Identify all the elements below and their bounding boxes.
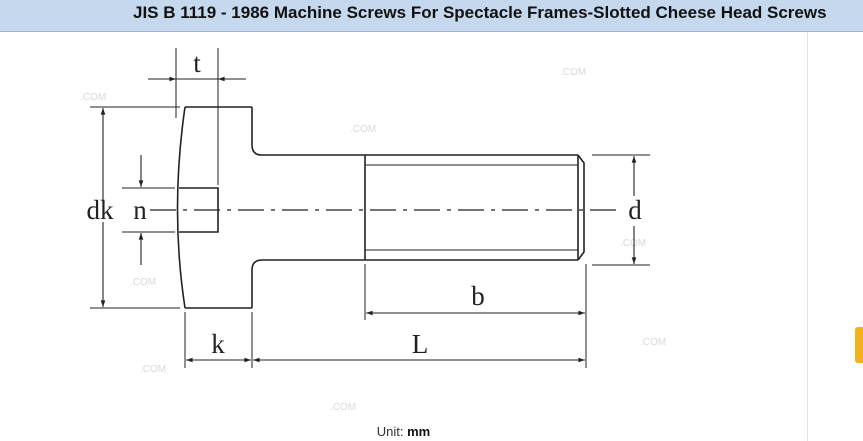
label-n: n xyxy=(133,195,147,225)
watermark-text: .COM xyxy=(560,67,586,78)
label-b: b xyxy=(471,281,485,311)
watermark-text: .COM xyxy=(350,124,376,135)
main-panel xyxy=(0,32,807,441)
unit-line: Unit: mm xyxy=(0,424,807,439)
screw-outline xyxy=(176,106,585,309)
watermark-text: .COM xyxy=(640,337,666,348)
screw-diagram: .COM .COM .COM .COM .COM .COM .COM .COM xyxy=(80,48,666,413)
label-t: t xyxy=(193,48,201,78)
screw-tip xyxy=(577,154,585,261)
watermark-text: .COM xyxy=(140,364,166,375)
panel-divider xyxy=(807,32,808,441)
watermark-text: .COM xyxy=(330,402,356,413)
extension-lines xyxy=(90,48,650,368)
label-L: L xyxy=(412,329,429,359)
head-crown xyxy=(176,106,186,309)
label-d: d xyxy=(628,195,642,225)
title-bar: JIS B 1119 - 1986 Machine Screws For Spe… xyxy=(0,0,863,32)
unit-label: Unit: xyxy=(376,424,404,439)
dimension-lines xyxy=(100,76,637,363)
watermark-text: .COM xyxy=(130,277,156,288)
watermark-group: .COM .COM .COM .COM .COM .COM .COM .COM xyxy=(80,67,666,413)
page-title: JIS B 1119 - 1986 Machine Screws For Spe… xyxy=(133,3,827,22)
side-tab[interactable] xyxy=(855,327,863,363)
head-fillet-bottom xyxy=(251,259,263,308)
head-fillet-top xyxy=(251,107,263,156)
label-dk: dk xyxy=(87,195,115,225)
watermark-text: .COM xyxy=(620,238,646,249)
side-panel xyxy=(808,32,863,441)
watermark-text: .COM xyxy=(80,92,106,103)
label-k: k xyxy=(211,329,225,359)
unit-value: mm xyxy=(407,424,431,439)
